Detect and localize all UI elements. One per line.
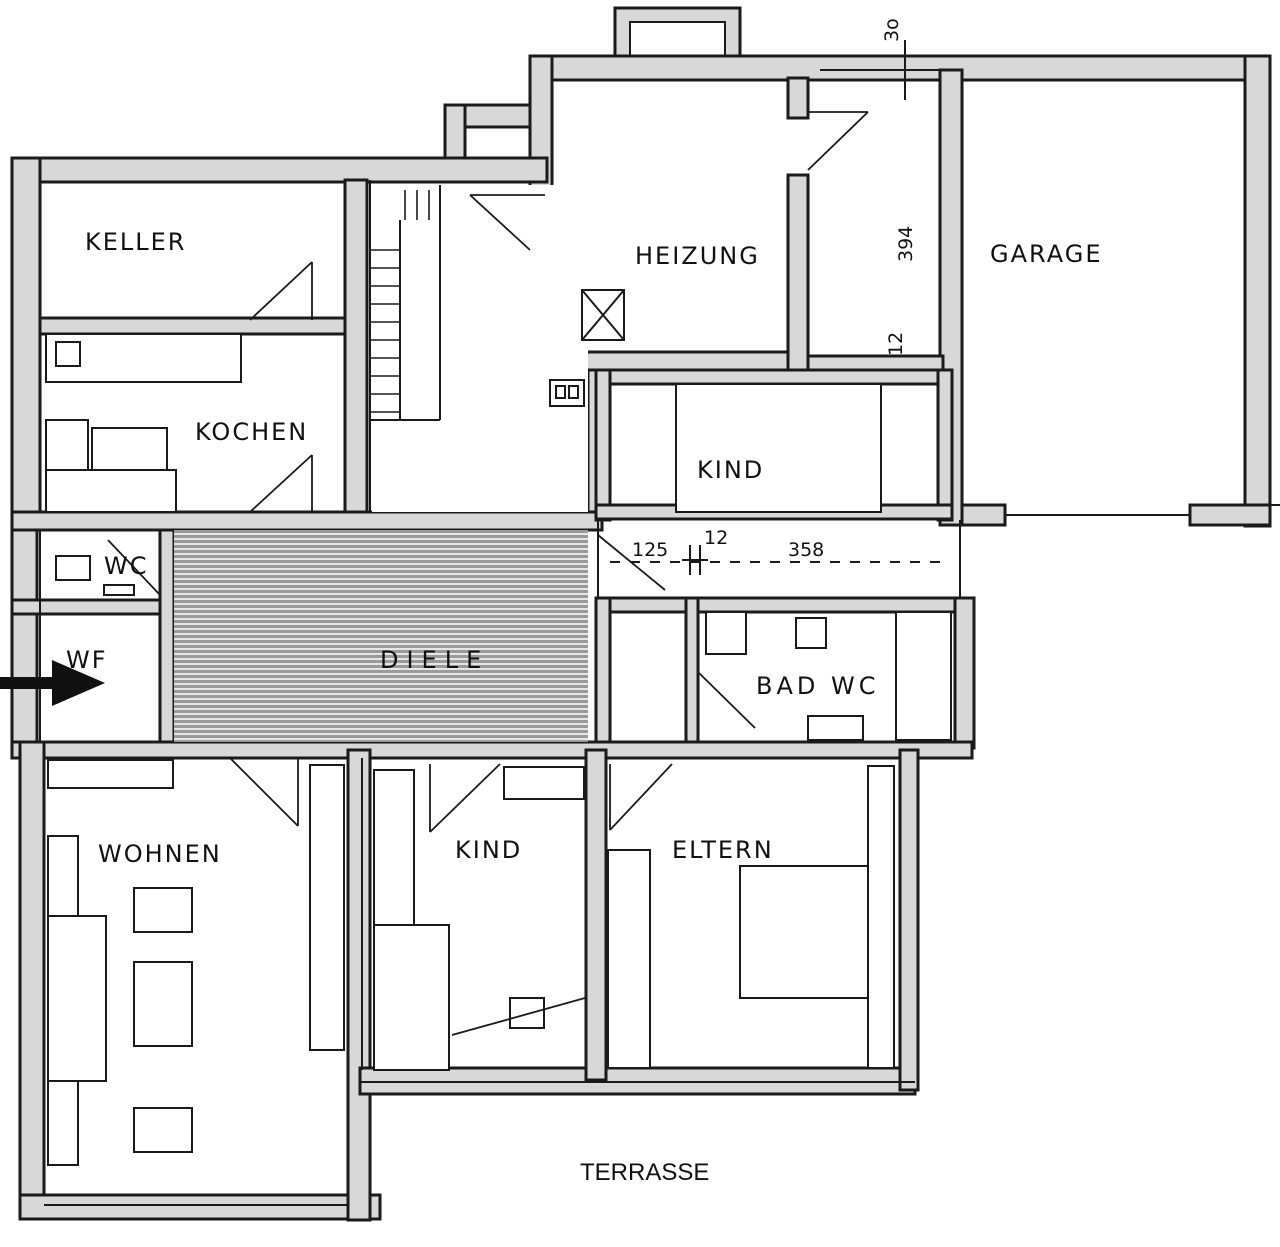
dimension-12-vertical: 12 [885,332,907,356]
partitions [39,40,1280,1206]
room-label-wohnen: WOHNEN [98,840,222,868]
dimension-12-horizontal: 12 [704,527,728,549]
room-label-diele: DIELE [380,646,489,674]
room-label-bad-wc: BAD WC [756,672,879,700]
dimension-394: 394 [895,226,917,262]
room-label-heizung: HEIZUNG [635,242,760,270]
room-labels: KELLER KOCHEN HEIZUNG GARAGE KIND WC WF … [66,228,1102,1186]
outside-label-terrasse: TERRASSE [580,1159,709,1186]
furniture [45,289,952,1166]
dimension-358: 358 [788,539,824,561]
room-label-wc: WC [104,552,149,580]
room-label-garage: GARAGE [990,240,1102,268]
diele-floor [174,530,588,742]
room-label-wf: WF [66,646,108,674]
dimension-125: 125 [632,539,668,561]
dimension-labels: 3o 394 12 125 12 358 [632,18,917,575]
room-label-kind-top: KIND [697,456,764,484]
room-label-kochen: KOCHEN [195,418,308,446]
staircase [370,185,588,512]
room-label-eltern: ELTERN [672,836,774,864]
room-label-kind-bottom: KIND [455,836,522,864]
entrance-arrow-icon [0,660,105,706]
room-label-keller: KELLER [85,228,186,256]
dimension-30: 3o [881,18,903,42]
walls [10,6,1272,1222]
doors [107,111,869,833]
